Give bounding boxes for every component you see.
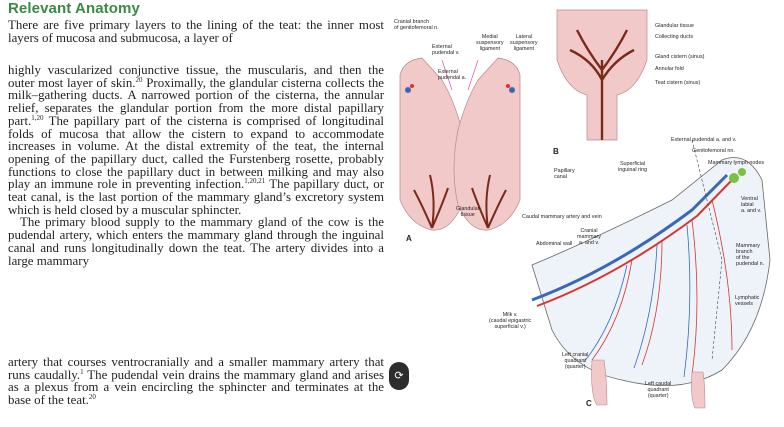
label-left-caudal: Left caudal quadrant (quarter)	[645, 381, 672, 399]
citation: 1	[80, 367, 84, 376]
label-annular-fold: Annular fold	[655, 66, 684, 72]
citation: 20	[135, 75, 143, 84]
p3-text-b: The pudendal vein drains the mammary gla…	[8, 367, 384, 408]
label-ext-pud-av: External pudendal a. and v.	[671, 137, 737, 143]
label-papillary-canal: Papillary canal	[554, 168, 575, 180]
paragraph-3: artery that courses ventrocranially and …	[8, 356, 384, 407]
label-ext-pud-v: External pudendal v.	[432, 44, 460, 56]
label-teat-cistern: Teat cistern (sinus)	[655, 80, 701, 86]
citation: 1,20,21	[244, 177, 266, 186]
label-cranial-branch: Cranial branch of genitofemoral n.	[394, 19, 439, 31]
label-abdominal-wall: Abdominal wall	[536, 241, 573, 247]
label-glandular-b: Glandular tissue	[655, 23, 694, 29]
label-milk-v: Milk v. (caudal epigastric superficial v…	[489, 312, 532, 330]
page-action-icon[interactable]: ⟳	[389, 362, 409, 390]
anatomy-figure: A B C Cranial branch of genitofemoral n.…	[392, 0, 784, 427]
label-left-cranial: Left cranial quadrant (quarter)	[562, 352, 589, 370]
label-superficial-ring: Superficial inguinal ring	[618, 161, 648, 173]
p2-text-b: Proximally, the glandular cisterna colle…	[8, 75, 384, 128]
p1-text: There are five primary layers to the lin…	[8, 18, 384, 45]
label-mammary-branch: Mammary branch of the pudendal n.	[736, 243, 765, 267]
anatomy-illustration	[399, 9, 771, 409]
paragraph-1: There are five primary layers to the lin…	[8, 19, 384, 44]
p2-text-c: The papillary part of the cisterna is co…	[8, 113, 384, 192]
panel-label-c: C	[586, 399, 592, 408]
panel-label-b: B	[553, 147, 559, 156]
label-collecting-ducts: Collecting ducts	[655, 34, 694, 40]
label-ext-pud-a: External pudendal a.	[438, 69, 467, 81]
citation: 1,20	[31, 113, 44, 122]
label-ventral-labial: Ventral labial a. and v.	[741, 196, 762, 214]
panel-a-drawing	[399, 57, 521, 231]
label-caudal-mammary: Caudal mammary artery and vein	[522, 214, 602, 220]
section-heading: Relevant Anatomy	[8, 0, 140, 17]
p2-text-a: highly vascularized conjunctive tissue, …	[8, 63, 384, 90]
paragraph-2: highly vascularized conjunctive tissue, …	[8, 64, 384, 267]
label-lymphatic: Lymphatic vessels	[735, 295, 760, 307]
label-medial-lig: Medial suspensory ligament	[476, 34, 504, 52]
panel-b-drawing	[556, 9, 648, 141]
label-genitofemoral: Genitofemoral nn.	[692, 148, 735, 154]
label-lateral-lig: Lateral suspensory ligament	[510, 34, 538, 52]
label-cranial-mammary: Cranial mammary a. and v.	[577, 228, 601, 246]
p2-text-d: The papillary duct, or teat canal, is th…	[8, 177, 384, 217]
label-lymph-nodes: Mammary lymph nodes	[708, 160, 765, 166]
p3-text-a: artery that courses ventrocranially and …	[8, 355, 384, 382]
panel-c-drawing	[531, 139, 771, 409]
p2-text-e: The primary blood supply to the mammary …	[8, 215, 384, 268]
panel-label-a: A	[406, 234, 412, 243]
citation: 20	[88, 393, 96, 402]
label-glandular-a: Glandular tissue	[456, 206, 480, 218]
label-gland-cistern: Gland cistern (sinus)	[655, 54, 705, 60]
